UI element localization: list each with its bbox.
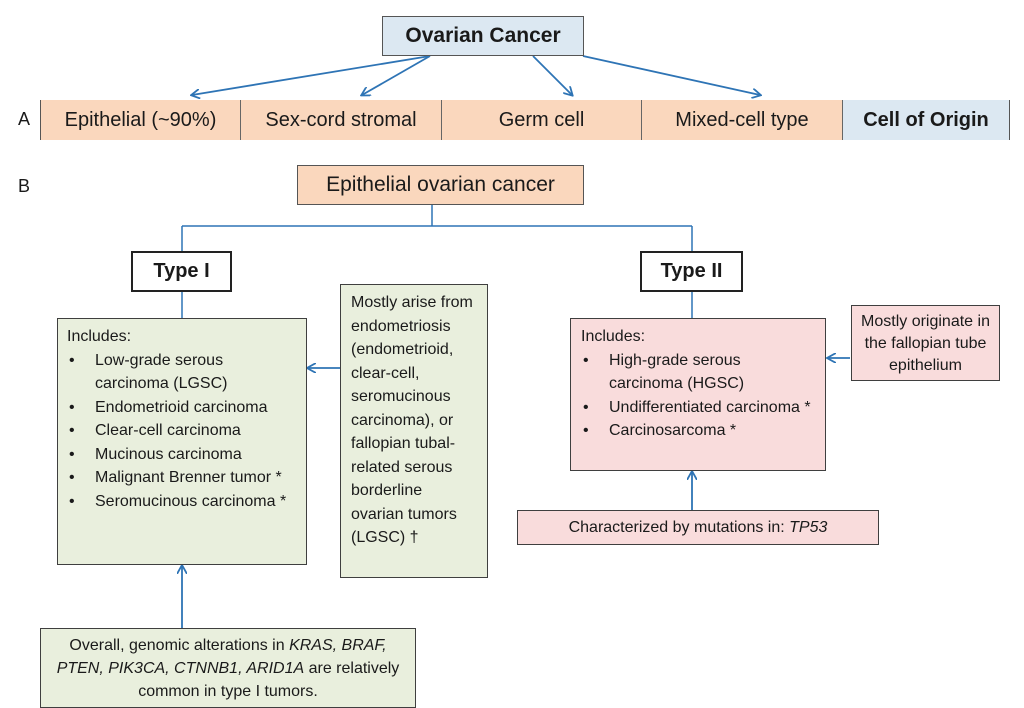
type-i-genomics-text: Overall, genomic alterations in KRAS, BR…	[47, 634, 409, 703]
cell-of-origin-text: Cell of Origin	[863, 108, 989, 131]
type-ii-includes-label: Includes:	[581, 328, 646, 345]
type-ii-mutation-box: Characterized by mutations in: TP53	[517, 510, 879, 545]
list-item: Clear-cell carcinoma	[69, 419, 298, 443]
type-i-genomics-box: Overall, genomic alterations in KRAS, BR…	[40, 628, 416, 708]
type-ii-origin-text: Mostly originate in the fallopian tube e…	[861, 313, 990, 374]
type-i-includes-box: Includes: Low-grade serous carcinoma (LG…	[57, 318, 307, 565]
ovarian-cancer-root: Ovarian Cancer	[382, 16, 584, 56]
genomics-prefix: Overall, genomic alterations in	[69, 636, 290, 654]
list-item: Mucinous carcinoma	[69, 443, 298, 467]
ovarian-cancer-root-label: Ovarian Cancer	[405, 24, 561, 47]
category-sex-cord-stromal-label: Sex-cord stromal	[265, 108, 417, 131]
type-i-includes-label: Includes:	[67, 328, 132, 345]
list-item: High-grade serous carcinoma (HGSC)	[583, 349, 817, 396]
panel-b-letter: B	[18, 176, 31, 196]
panel-a-letter: A	[18, 109, 31, 129]
type-ii-includes-box: Includes: High-grade serous carcinoma (H…	[570, 318, 826, 471]
type-ii-subtype-list: High-grade serous carcinoma (HGSC) Undif…	[581, 349, 817, 443]
list-item: Seromucinous carcinoma *	[69, 490, 298, 514]
category-germ-cell: Germ cell	[442, 100, 642, 140]
list-item: Carcinosarcoma *	[583, 419, 817, 443]
type-ii-mutation-text: Characterized by mutations in: TP53	[569, 519, 828, 537]
category-sex-cord-stromal: Sex-cord stromal	[241, 100, 442, 140]
type-i-origin-text: Mostly arise from endometriosis (endomet…	[351, 294, 473, 546]
type-i-origin-note: Mostly arise from endometriosis (endomet…	[340, 284, 488, 578]
type-i-label: Type I	[131, 251, 232, 292]
type-i-subtype-list: Low-grade serous carcinoma (LGSC) Endome…	[67, 349, 298, 514]
category-germ-cell-label: Germ cell	[498, 108, 585, 131]
type-ii-text: Type II	[660, 260, 723, 282]
list-item: Endometrioid carcinoma	[69, 396, 298, 420]
category-mixed-cell-type: Mixed-cell type	[642, 100, 843, 140]
type-ii-label: Type II	[640, 251, 743, 292]
mutation-prefix: Characterized by mutations in:	[568, 518, 790, 536]
mutation-gene: TP53	[789, 518, 828, 536]
epithelial-root: Epithelial ovarian cancer	[297, 165, 584, 205]
list-item: Malignant Brenner tumor *	[69, 466, 298, 490]
genomics-gene-list: KRAS, BRAF, PTEN, PIK3CA, CTNNB1, ARID1A	[56, 636, 387, 677]
list-item: Undifferentiated carcinoma *	[583, 396, 817, 420]
category-epithelial-label: Epithelial (~90%)	[64, 108, 217, 131]
category-epithelial: Epithelial (~90%)	[41, 100, 241, 140]
genomics-suffix: are relatively common in type I tumors.	[138, 659, 400, 700]
category-mixed-cell-type-label: Mixed-cell type	[675, 108, 809, 131]
cell-of-origin-label: Cell of Origin	[843, 100, 1009, 140]
epithelial-root-label: Epithelial ovarian cancer	[326, 173, 555, 196]
type-i-text: Type I	[153, 260, 210, 282]
list-item: Low-grade serous carcinoma (LGSC)	[69, 349, 298, 396]
type-ii-origin-note: Mostly originate in the fallopian tube e…	[851, 305, 1000, 381]
